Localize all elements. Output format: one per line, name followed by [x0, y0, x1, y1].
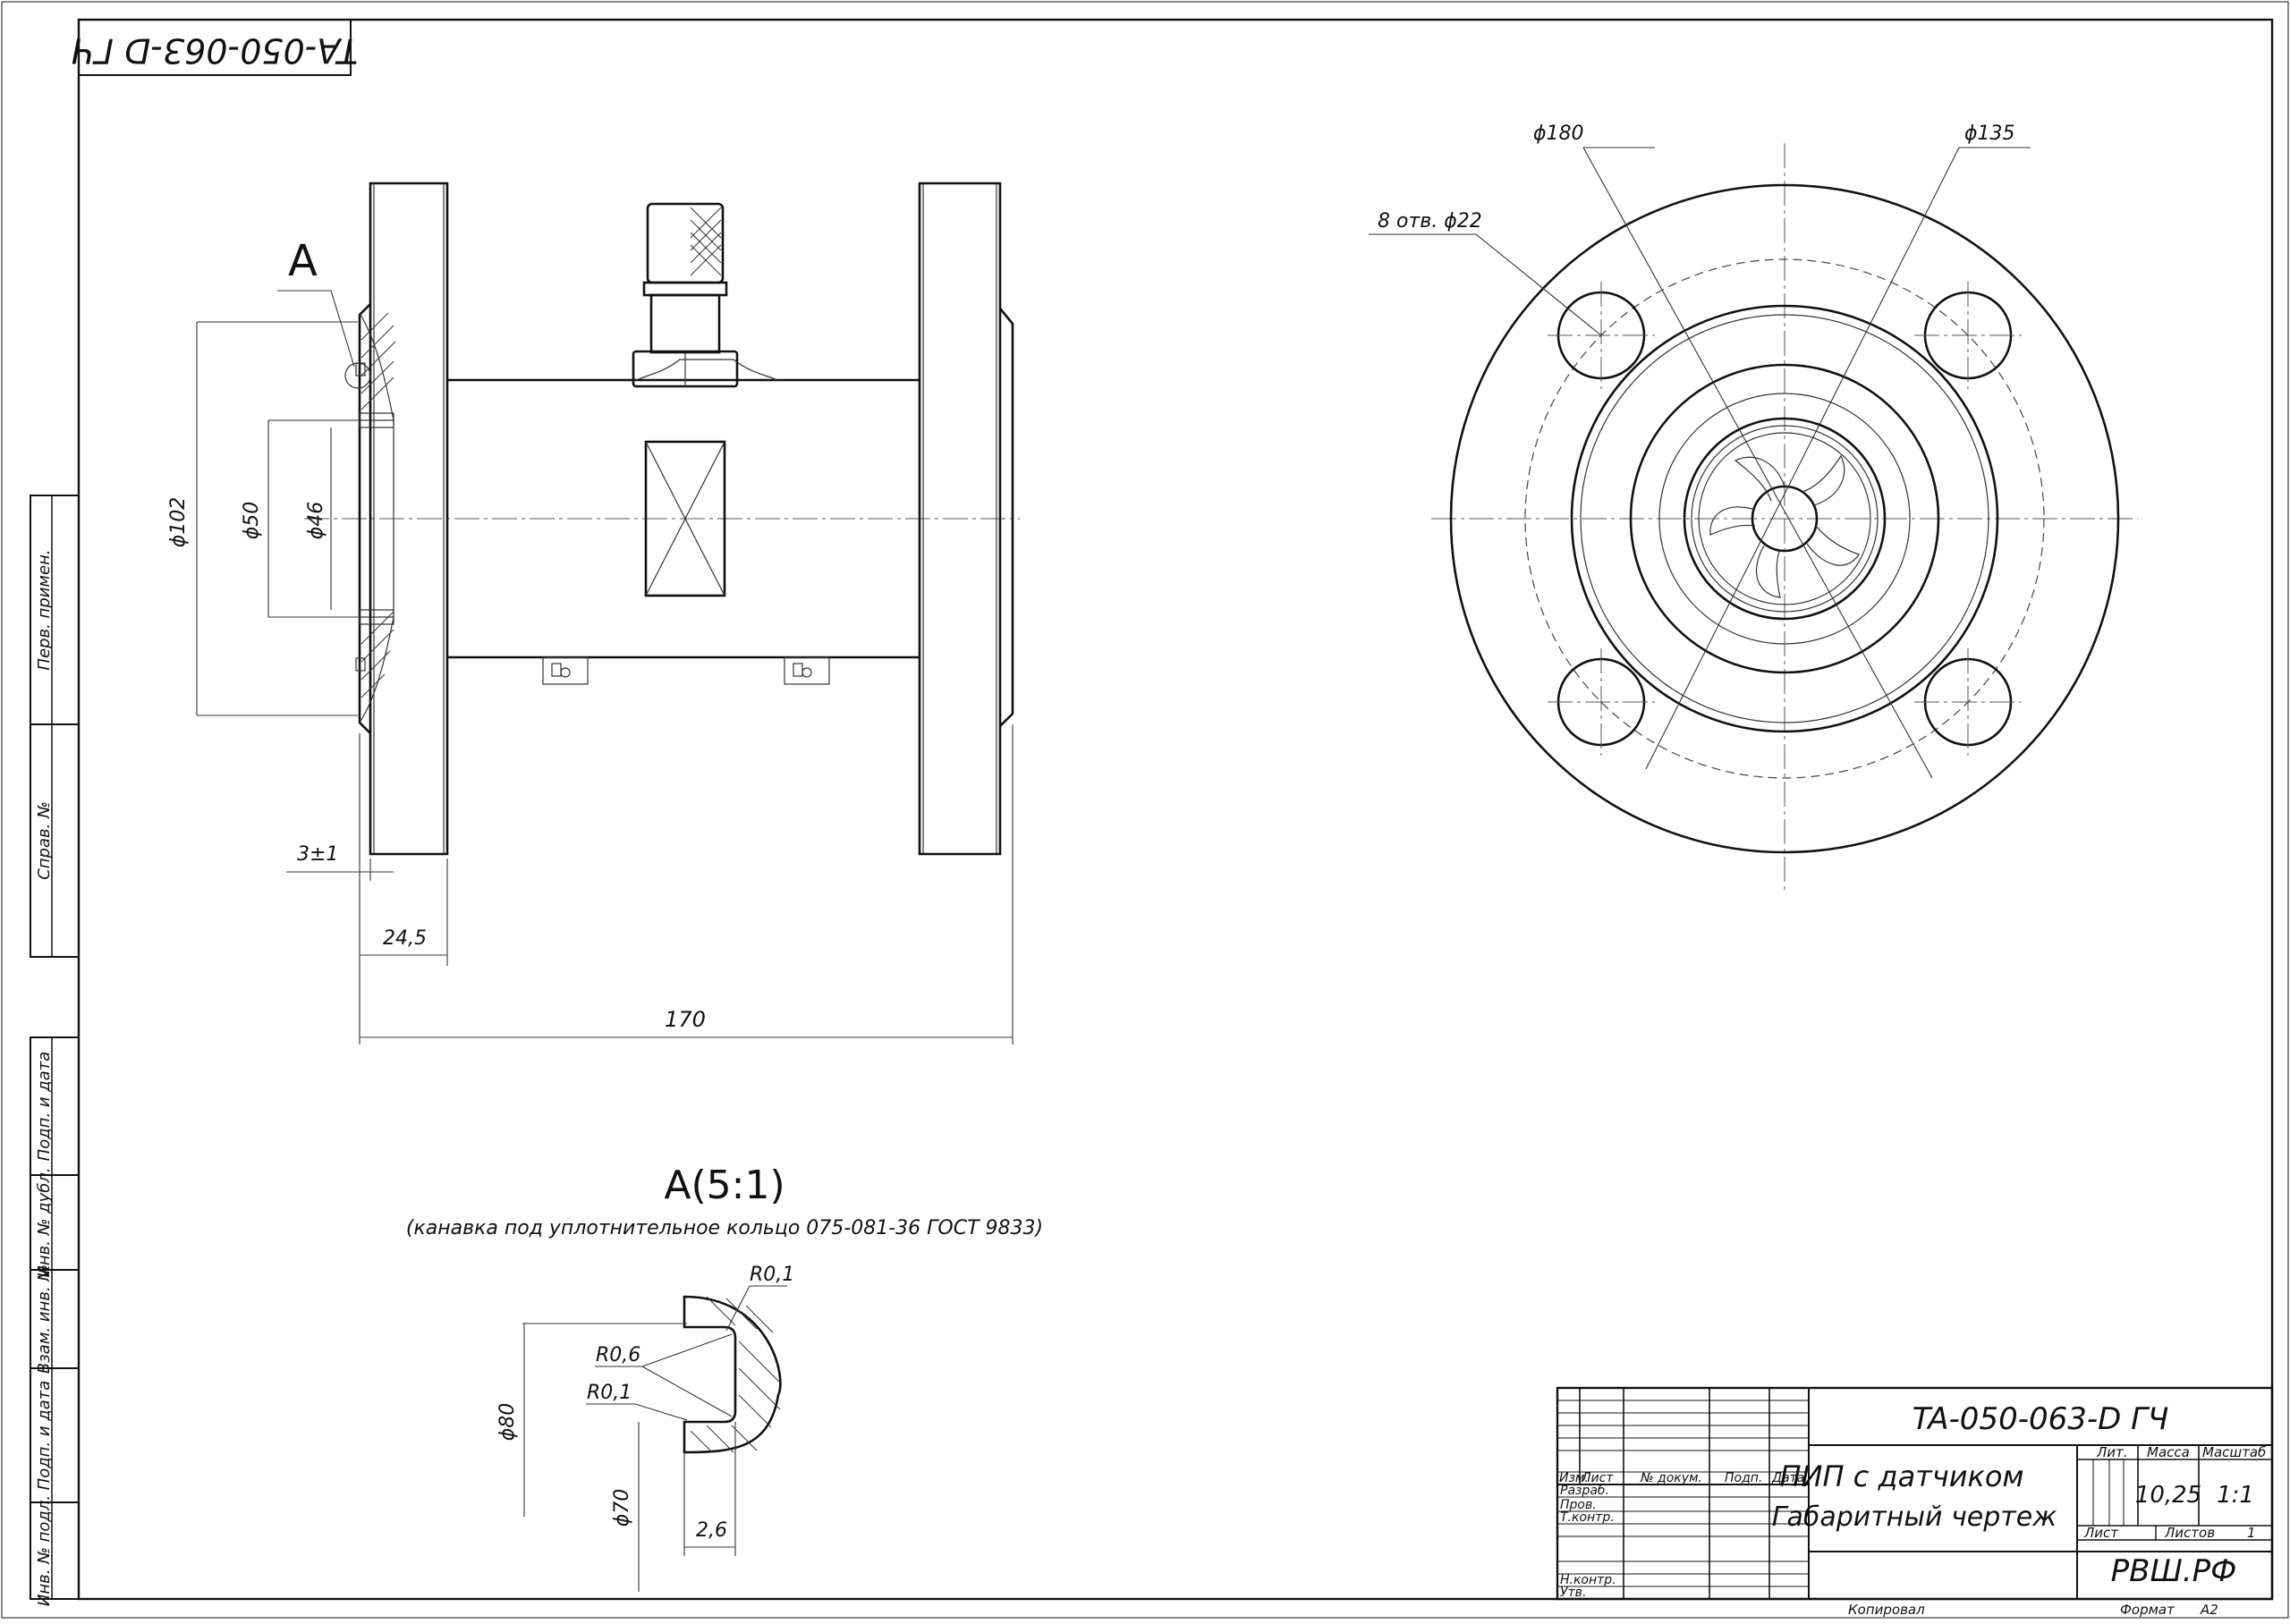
- tb-name2: Габаритный чертеж: [1772, 1501, 2057, 1533]
- tb-col-doc: № докум.: [1640, 1471, 1702, 1485]
- dim-d102: ϕ102: [167, 497, 190, 548]
- drawing-frame: [77, 18, 2274, 1601]
- strip-invdubl: Инв. № дубл.: [35, 1167, 54, 1277]
- tb-format-val: A2: [2200, 1602, 2218, 1618]
- detail-a: A(5:1) (канавка под уплотнительное кольц…: [406, 1163, 1043, 1592]
- dim-len: 170: [665, 1007, 706, 1032]
- tb-massa: Масса: [2147, 1444, 2190, 1460]
- strip-invpodl: Инв. № подл.: [35, 1495, 54, 1606]
- dim-r06: R0,6: [596, 1344, 640, 1366]
- dim-r01-top: R0,1: [750, 1264, 794, 1286]
- title-block: TA-050-063-D ГЧ ПИП с датчиком Габаритны…: [1556, 1386, 2274, 1618]
- tb-listov-val: 1: [2247, 1525, 2256, 1541]
- tb-code: TA-050-063-D ГЧ: [1913, 1401, 2169, 1437]
- tb-col-podp: Подп.: [1725, 1471, 1762, 1485]
- tb-razrab: Разраб.: [1560, 1484, 1609, 1498]
- dim-d180: ϕ180: [1533, 123, 1584, 145]
- bolt-holes: [1548, 282, 2022, 756]
- tb-prov: Пров.: [1560, 1498, 1597, 1512]
- dim-r01-bot: R0,1: [587, 1382, 632, 1404]
- dim-w245: 24,5: [383, 927, 427, 950]
- tb-lit: Лит.: [2096, 1444, 2128, 1460]
- dim-d135: ϕ135: [1964, 123, 2015, 145]
- tb-kopiroval: Копировал: [1848, 1602, 1925, 1618]
- dim-d46: ϕ46: [305, 502, 327, 540]
- strip-podp1: Подп. и дата: [35, 1052, 54, 1162]
- tb-list: Лист: [2083, 1525, 2119, 1541]
- strip-vzam: Взам. инв. №: [35, 1265, 54, 1374]
- left-strip: Перв. примен. Справ. № Подп. и дата Инв.…: [30, 495, 80, 1606]
- dim-w26: 2,6: [696, 1519, 727, 1542]
- tb-massa-val: 10,25: [2135, 1482, 2201, 1509]
- strip-perv: Перв. примен.: [35, 549, 54, 670]
- tb-col-izm: Изм.: [1559, 1471, 1589, 1485]
- tb-name1: ПИП с датчиком: [1779, 1459, 2023, 1493]
- dim-d70: ϕ70: [611, 1489, 633, 1527]
- dim-holes: 8 отв. ϕ22: [1378, 210, 1482, 233]
- dim-gap: 3±1: [297, 843, 338, 866]
- dim-d50: ϕ50: [241, 502, 263, 540]
- tb-col-data: Дата: [1771, 1471, 1804, 1485]
- tb-org: РВШ.РФ: [2111, 1553, 2237, 1589]
- detail-title: A(5:1): [664, 1163, 785, 1208]
- tb-masshtab: Масштаб: [2202, 1444, 2266, 1460]
- top-stamp: TA-050-063-D ГЧ: [72, 19, 358, 76]
- tb-utv: Утв.: [1560, 1586, 1586, 1600]
- tb-col-list: Лист: [1581, 1471, 1614, 1485]
- dim-d80: ϕ80: [496, 1403, 519, 1442]
- strip-podp2: Подп. и дата: [35, 1381, 54, 1491]
- front-view: ϕ180 ϕ135 8 отв. ϕ22: [1369, 123, 2138, 894]
- view-label-a: A: [288, 236, 318, 286]
- tb-nkontr: Н.контр.: [1560, 1573, 1616, 1587]
- side-view: A ϕ102 ϕ50 ϕ46 3±1 24,5 170: [167, 182, 1020, 1045]
- top-stamp-code: TA-050-063-D ГЧ: [72, 31, 358, 71]
- tb-tkontr: Т.контр.: [1560, 1510, 1615, 1525]
- tb-masshtab-val: 1:1: [2217, 1482, 2254, 1509]
- detail-note: (канавка под уплотнительное кольцо 075-0…: [406, 1217, 1043, 1239]
- tb-format: Формат: [2120, 1602, 2176, 1618]
- strip-sprav: Справ. №: [35, 801, 54, 880]
- tb-listov: Листов: [2164, 1525, 2215, 1541]
